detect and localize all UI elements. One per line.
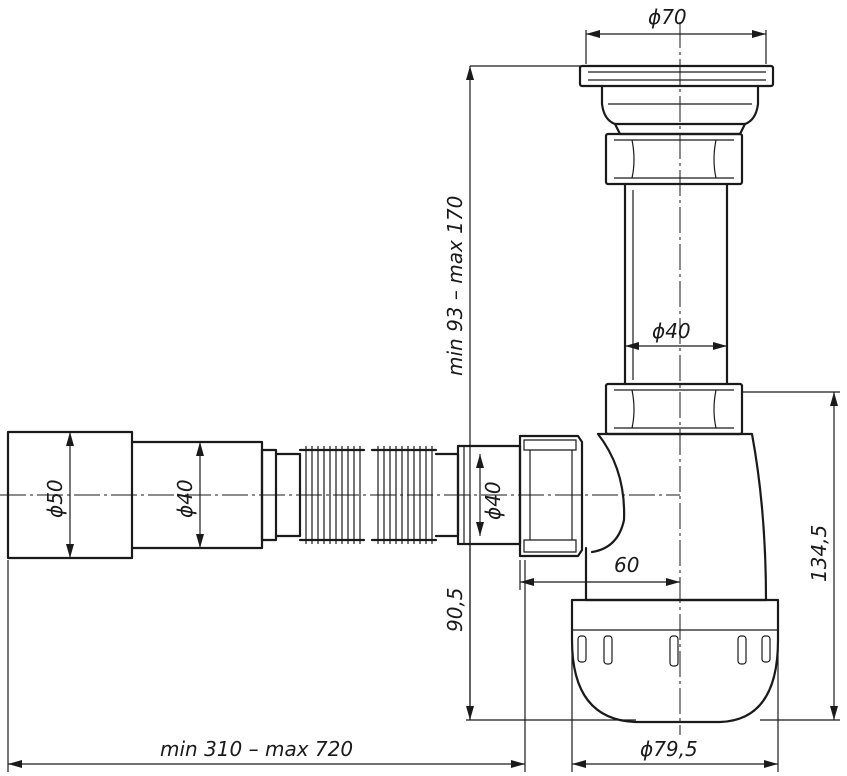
drain-strainer xyxy=(578,64,775,136)
height-range-label: min 93 – max 170 xyxy=(443,196,467,376)
corrugated-hose-right xyxy=(370,446,438,544)
bottle-diameter-label: ϕ79,5 xyxy=(640,737,698,761)
outlet-height-label: 90,5 xyxy=(443,587,467,632)
pipe-diameter-label: ϕ40 xyxy=(652,319,691,343)
upper-nut xyxy=(604,132,744,186)
side-union-nut xyxy=(518,434,584,558)
bottle-height-label: 134,5 xyxy=(807,525,831,582)
length-range-label: min 310 – max 720 xyxy=(160,737,353,761)
offset-label: 60 xyxy=(614,553,639,577)
corrugated-hose-left xyxy=(298,446,366,544)
vertical-pipe xyxy=(623,182,729,386)
hose-diameter-right-label: ϕ40 xyxy=(481,481,505,520)
centerlines xyxy=(0,22,681,735)
bottle-cap xyxy=(570,598,780,724)
outlet-assembly xyxy=(6,430,522,560)
dimension-lines xyxy=(7,30,840,772)
outlet-diameter-label: ϕ50 xyxy=(43,479,67,518)
lower-nut xyxy=(604,382,744,436)
bottle-body xyxy=(584,432,768,602)
drain-diameter-label: ϕ70 xyxy=(648,5,687,29)
hose-diameter-left-label: ϕ40 xyxy=(173,479,197,518)
